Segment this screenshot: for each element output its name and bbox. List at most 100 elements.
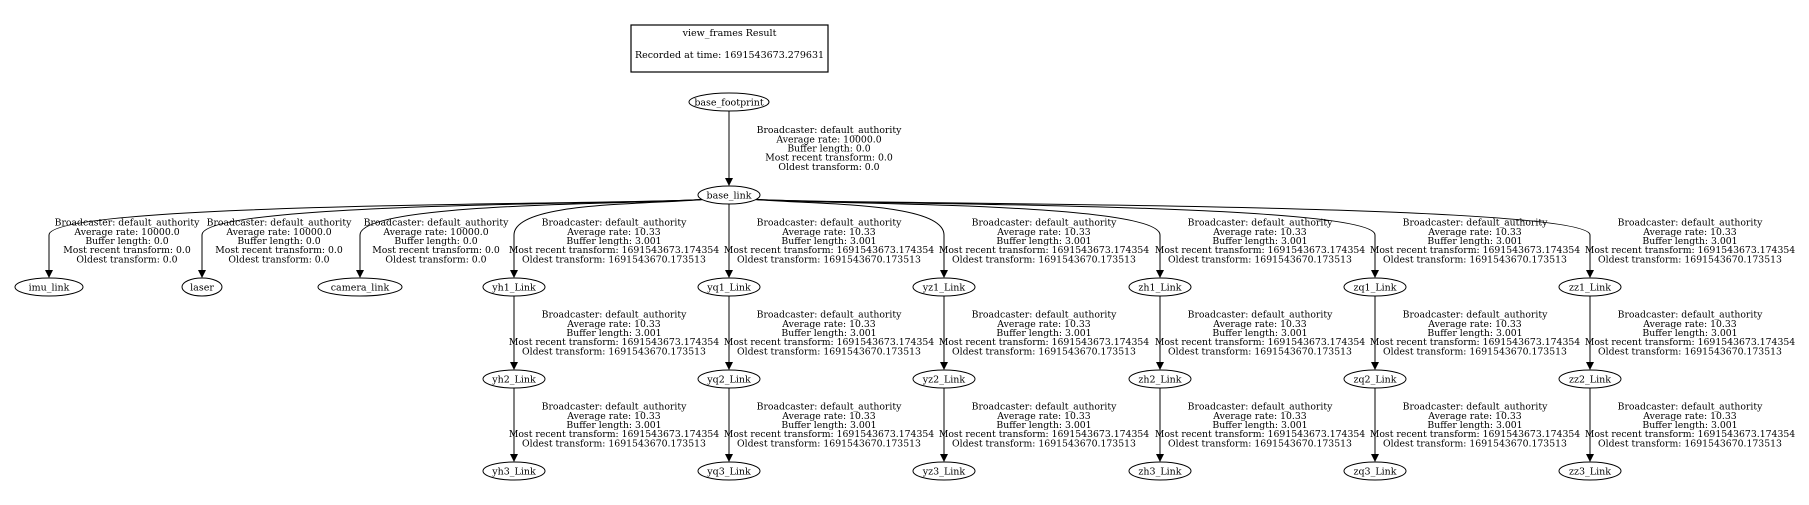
edge-label-line: Average rate: 10.33 bbox=[1642, 411, 1736, 422]
frame-node-zq1_Link: zq1_Link bbox=[1343, 277, 1407, 297]
edge-label-line: Buffer length: 0.0 bbox=[787, 144, 870, 155]
node-label: yz3_Link bbox=[922, 467, 966, 478]
edge-label-line: Most recent transform: 1691543673.174354 bbox=[1585, 245, 1795, 256]
edge-label-line: Most recent transform: 0.0 bbox=[765, 153, 893, 164]
node-ellipse bbox=[1343, 277, 1407, 297]
frame-node-zh3_Link: zh3_Link bbox=[1128, 461, 1192, 481]
edge-label-line: Oldest transform: 1691543670.173513 bbox=[1383, 346, 1567, 357]
edge-label-line: Buffer length: 3.001 bbox=[781, 328, 876, 339]
edge-label-line: Buffer length: 0.0 bbox=[394, 236, 477, 247]
node-label: zh3_Link bbox=[1138, 467, 1181, 478]
node-ellipse bbox=[1558, 277, 1622, 297]
edge-label-line: Most recent transform: 0.0 bbox=[63, 245, 191, 256]
edge-label-line: Oldest transform: 1691543670.173513 bbox=[952, 346, 1136, 357]
node-label: yh1_Link bbox=[491, 283, 536, 294]
edge-label-line: Broadcaster: default_authority bbox=[1403, 402, 1548, 413]
node-label: zz1_Link bbox=[1569, 283, 1611, 294]
frame-node-zh2_Link: zh2_Link bbox=[1128, 369, 1192, 389]
edge-label-line: Oldest transform: 1691543670.173513 bbox=[737, 346, 921, 357]
node-ellipse bbox=[697, 277, 761, 297]
frame-node-yz1_Link: yz1_Link bbox=[912, 277, 976, 297]
edge-label-line: Oldest transform: 1691543670.173513 bbox=[1383, 438, 1567, 449]
node-label: zh1_Link bbox=[1138, 283, 1181, 294]
edge-label-line: Buffer length: 3.001 bbox=[781, 420, 876, 431]
edge-label-line: Broadcaster: default_authority bbox=[1618, 310, 1763, 321]
edge-label-line: Average rate: 10.33 bbox=[1642, 227, 1736, 238]
edge-label-line: Buffer length: 3.001 bbox=[1212, 328, 1307, 339]
edge-label-line: Most recent transform: 1691543673.174354 bbox=[939, 245, 1149, 256]
edge-label-line: Most recent transform: 1691543673.174354 bbox=[724, 337, 934, 348]
edge-label-line: Broadcaster: default_authority bbox=[1188, 218, 1333, 229]
edge-label-line: Broadcaster: default_authority bbox=[542, 402, 687, 413]
node-ellipse bbox=[697, 185, 761, 205]
edge-label-line: Oldest transform: 1691543670.173513 bbox=[1168, 346, 1352, 357]
edge-label-line: Most recent transform: 1691543673.174354 bbox=[1155, 337, 1365, 348]
node-label: imu_link bbox=[29, 283, 70, 294]
edge-label-line: Oldest transform: 1691543670.173513 bbox=[737, 254, 921, 265]
node-ellipse bbox=[1128, 369, 1192, 389]
node-label: zq2_Link bbox=[1353, 375, 1396, 386]
title-box: view_frames Result Recorded at time: 169… bbox=[630, 24, 829, 73]
node-label: yz2_Link bbox=[922, 375, 966, 386]
edge-label-line: Buffer length: 3.001 bbox=[566, 420, 661, 431]
edge-label-line: Average rate: 10.33 bbox=[996, 227, 1090, 238]
edge-label-line: Most recent transform: 1691543673.174354 bbox=[939, 429, 1149, 440]
edge-label-line: Broadcaster: default_authority bbox=[1403, 310, 1548, 321]
edge-label-line: Average rate: 10.33 bbox=[781, 411, 875, 422]
edge-label-line: Average rate: 10.33 bbox=[1427, 411, 1521, 422]
node-label: laser bbox=[190, 283, 214, 294]
edge-label-line: Average rate: 10.33 bbox=[1427, 227, 1521, 238]
node-label: zz2_Link bbox=[1569, 375, 1611, 386]
edge-label-line: Most recent transform: 0.0 bbox=[372, 245, 500, 256]
edge-label-line: Most recent transform: 1691543673.174354 bbox=[1370, 429, 1580, 440]
title-box-border bbox=[630, 24, 829, 73]
edge-label-line: Buffer length: 3.001 bbox=[1212, 420, 1307, 431]
edge-label-line: Broadcaster: default_authority bbox=[1403, 218, 1548, 229]
frame-node-zz3_Link: zz3_Link bbox=[1558, 461, 1622, 481]
edge-label-line: Average rate: 10.33 bbox=[566, 319, 660, 330]
edge-label-line: Buffer length: 3.001 bbox=[1642, 328, 1737, 339]
edge-label-line: Buffer length: 3.001 bbox=[996, 328, 1091, 339]
edge-label-line: Buffer length: 3.001 bbox=[566, 236, 661, 247]
edge-label-line: Oldest transform: 1691543670.173513 bbox=[952, 438, 1136, 449]
edge-label-line: Most recent transform: 1691543673.174354 bbox=[1585, 429, 1795, 440]
edge-label-line: Broadcaster: default_authority bbox=[972, 310, 1117, 321]
edge-label-line: Oldest transform: 1691543670.173513 bbox=[1598, 254, 1782, 265]
edge-label-line: Broadcaster: default_authority bbox=[757, 218, 902, 229]
node-ellipse bbox=[912, 461, 976, 481]
node-ellipse bbox=[482, 277, 546, 297]
edge-arrow bbox=[510, 198, 710, 278]
frame-node-zz1_Link: zz1_Link bbox=[1558, 277, 1622, 297]
diagram-title: view_frames Result bbox=[682, 28, 777, 39]
node-label: yz1_Link bbox=[922, 283, 966, 294]
edge-label-line: Average rate: 10.33 bbox=[1642, 319, 1736, 330]
edge-label-line: Broadcaster: default_authority bbox=[757, 402, 902, 413]
edge-label-line: Average rate: 10.33 bbox=[1212, 227, 1306, 238]
frame-node-zq3_Link: zq3_Link bbox=[1343, 461, 1407, 481]
node-ellipse bbox=[1128, 277, 1192, 297]
node-ellipse bbox=[181, 277, 223, 297]
frame-node-yh1_Link: yh1_Link bbox=[482, 277, 546, 297]
edge-label-line: Most recent transform: 1691543673.174354 bbox=[1370, 337, 1580, 348]
edge-label-line: Buffer length: 0.0 bbox=[85, 236, 168, 247]
edge-label-line: Average rate: 10.33 bbox=[781, 319, 875, 330]
edge-label-line: Broadcaster: default_authority bbox=[207, 218, 352, 229]
frame-node-zq2_Link: zq2_Link bbox=[1343, 369, 1407, 389]
edge-label-line: Most recent transform: 0.0 bbox=[215, 245, 343, 256]
edge-label-line: Buffer length: 3.001 bbox=[1427, 328, 1522, 339]
node-ellipse bbox=[1558, 461, 1622, 481]
edge-label-line: Buffer length: 0.0 bbox=[237, 236, 320, 247]
frame-node-yq1_Link: yq1_Link bbox=[697, 277, 761, 297]
